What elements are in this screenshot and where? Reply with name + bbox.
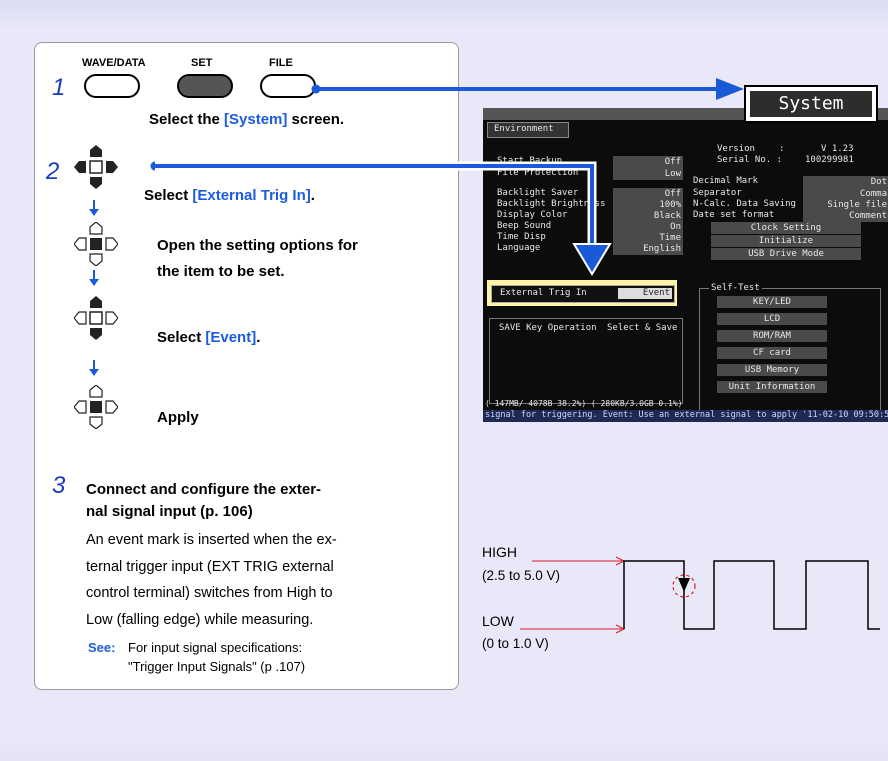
see-line1: For input signal specifications: bbox=[128, 640, 303, 655]
unit-information-button[interactable]: Unit Information bbox=[717, 381, 827, 393]
step-2b-line2: the item to be set. bbox=[157, 263, 285, 280]
step-3-title-line1: Connect and configure the exter- bbox=[86, 481, 322, 498]
usb-drive-mode-button[interactable]: USB Drive Mode bbox=[711, 248, 861, 260]
save-key-group bbox=[489, 318, 683, 404]
dpad-left-right-icon bbox=[74, 145, 118, 189]
high-range: (2.5 to 5.0 V) bbox=[482, 568, 561, 583]
lcd-button[interactable]: LCD bbox=[717, 313, 827, 325]
serial-label: Serial No. : bbox=[717, 155, 783, 165]
setting-value[interactable]: English bbox=[613, 243, 683, 255]
wave-data-key bbox=[84, 74, 140, 98]
initialize-button[interactable]: Initialize bbox=[711, 235, 861, 247]
external-trig-label: External Trig In bbox=[500, 288, 587, 298]
step-3-title-line2: nal signal input (p. 106) bbox=[86, 503, 253, 520]
step-1-number: 1 bbox=[52, 74, 66, 101]
setting-label: Language bbox=[497, 243, 541, 253]
version-value: V 1.23 bbox=[821, 144, 854, 154]
step-3-body-line: An event mark is inserted when the ex- bbox=[86, 532, 337, 548]
step-2c-text: Select [Event]. bbox=[157, 329, 261, 346]
setting-value[interactable]: Comment bbox=[803, 210, 888, 222]
setting-value[interactable]: Off bbox=[613, 156, 683, 168]
system-screen-button[interactable]: System bbox=[744, 85, 878, 123]
set-key-label: SET bbox=[191, 57, 213, 69]
arrow-down-icon bbox=[89, 200, 99, 216]
help-line: signal for triggering. Event: Use an ext… bbox=[485, 410, 888, 420]
step-3-body: An event mark is inserted when the ex- t… bbox=[86, 527, 337, 633]
set-key bbox=[177, 74, 233, 98]
status-line: ( 147MB/ 4078B 38.2%) ( 280KB/3.0GB 0.1%… bbox=[485, 399, 683, 408]
setting-label: Date set format bbox=[693, 210, 775, 220]
step-2a-text: Select [External Trig In]. bbox=[144, 187, 315, 204]
key-led-button[interactable]: KEY/LED bbox=[717, 296, 827, 308]
setting-label: Decimal Mark bbox=[693, 176, 759, 186]
see-line2: "Trigger Input Signals" (p .107) bbox=[128, 659, 306, 674]
external-trig-row[interactable]: External Trig In Event bbox=[491, 285, 675, 303]
step-3-body-line: control terminal) switches from High to bbox=[86, 585, 333, 601]
setting-label: Beep Sound bbox=[497, 221, 552, 231]
setting-label: Backlight Brightness bbox=[497, 199, 606, 209]
serial-value: 100299981 bbox=[805, 155, 854, 165]
instruction-panel bbox=[34, 42, 459, 690]
step-2b-line1: Open the setting options for bbox=[157, 237, 358, 254]
setting-value[interactable]: 100% bbox=[613, 199, 683, 211]
arrow-down-icon bbox=[89, 360, 99, 376]
cf-card-button[interactable]: CF card bbox=[717, 347, 827, 359]
setting-label: Backlight Saver bbox=[497, 188, 579, 198]
setting-label: Start Backup bbox=[497, 156, 563, 166]
dpad-up-down-icon bbox=[74, 296, 118, 340]
external-trig-value[interactable]: Event bbox=[618, 288, 672, 299]
step-3-body-line: ternal trigger input (EXT TRIG external bbox=[86, 558, 334, 575]
see-label: See: bbox=[88, 640, 116, 655]
self-test-label: Self-Test bbox=[709, 283, 762, 294]
setting-label: N-Calc. Data Saving bbox=[693, 199, 796, 209]
step-3-number: 3 bbox=[52, 472, 66, 499]
save-key-label: SAVE Key Operation bbox=[499, 323, 597, 333]
version-label: Version bbox=[717, 144, 755, 154]
usb-memory-button[interactable]: USB Memory bbox=[717, 364, 827, 376]
rom-ram-button[interactable]: ROM/RAM bbox=[717, 330, 827, 342]
dpad-enter-icon bbox=[74, 222, 118, 266]
setting-value[interactable]: Comma bbox=[803, 188, 888, 200]
save-key-value[interactable]: Select & Save bbox=[607, 323, 678, 333]
setting-value[interactable]: Black bbox=[613, 210, 683, 222]
step-3-body-line: Low (falling edge) while measuring. bbox=[86, 611, 314, 628]
setting-value[interactable]: On bbox=[613, 221, 683, 233]
setting-label: File Protection bbox=[497, 168, 579, 178]
tab-environment[interactable]: Environment bbox=[487, 122, 569, 138]
setting-value[interactable]: Low bbox=[613, 168, 683, 180]
help-bar bbox=[483, 410, 888, 422]
setting-value[interactable]: Dot bbox=[803, 176, 888, 188]
setting-value[interactable]: Off bbox=[613, 188, 683, 200]
setting-label: Display Color bbox=[497, 210, 568, 220]
file-key-label: FILE bbox=[269, 57, 293, 69]
version-sep: : bbox=[779, 144, 785, 154]
clock-setting-button[interactable]: Clock Setting bbox=[711, 222, 861, 234]
setting-value[interactable]: Time bbox=[613, 232, 683, 244]
arrow-down-icon bbox=[89, 270, 99, 286]
high-label: HIGH bbox=[482, 544, 517, 560]
dpad-enter-icon bbox=[74, 385, 118, 429]
setting-label: Time Disp bbox=[497, 232, 546, 242]
low-label: LOW bbox=[482, 613, 514, 629]
low-range: (0 to 1.0 V) bbox=[482, 636, 549, 651]
wave-data-key-label: WAVE/DATA bbox=[82, 57, 146, 69]
step-2-number: 2 bbox=[46, 158, 60, 185]
step-2d-text: Apply bbox=[157, 409, 199, 426]
setting-value[interactable]: Single file bbox=[803, 199, 888, 211]
setting-label: Separator bbox=[693, 188, 742, 198]
step-1-text: Select the [System] screen. bbox=[149, 111, 345, 128]
